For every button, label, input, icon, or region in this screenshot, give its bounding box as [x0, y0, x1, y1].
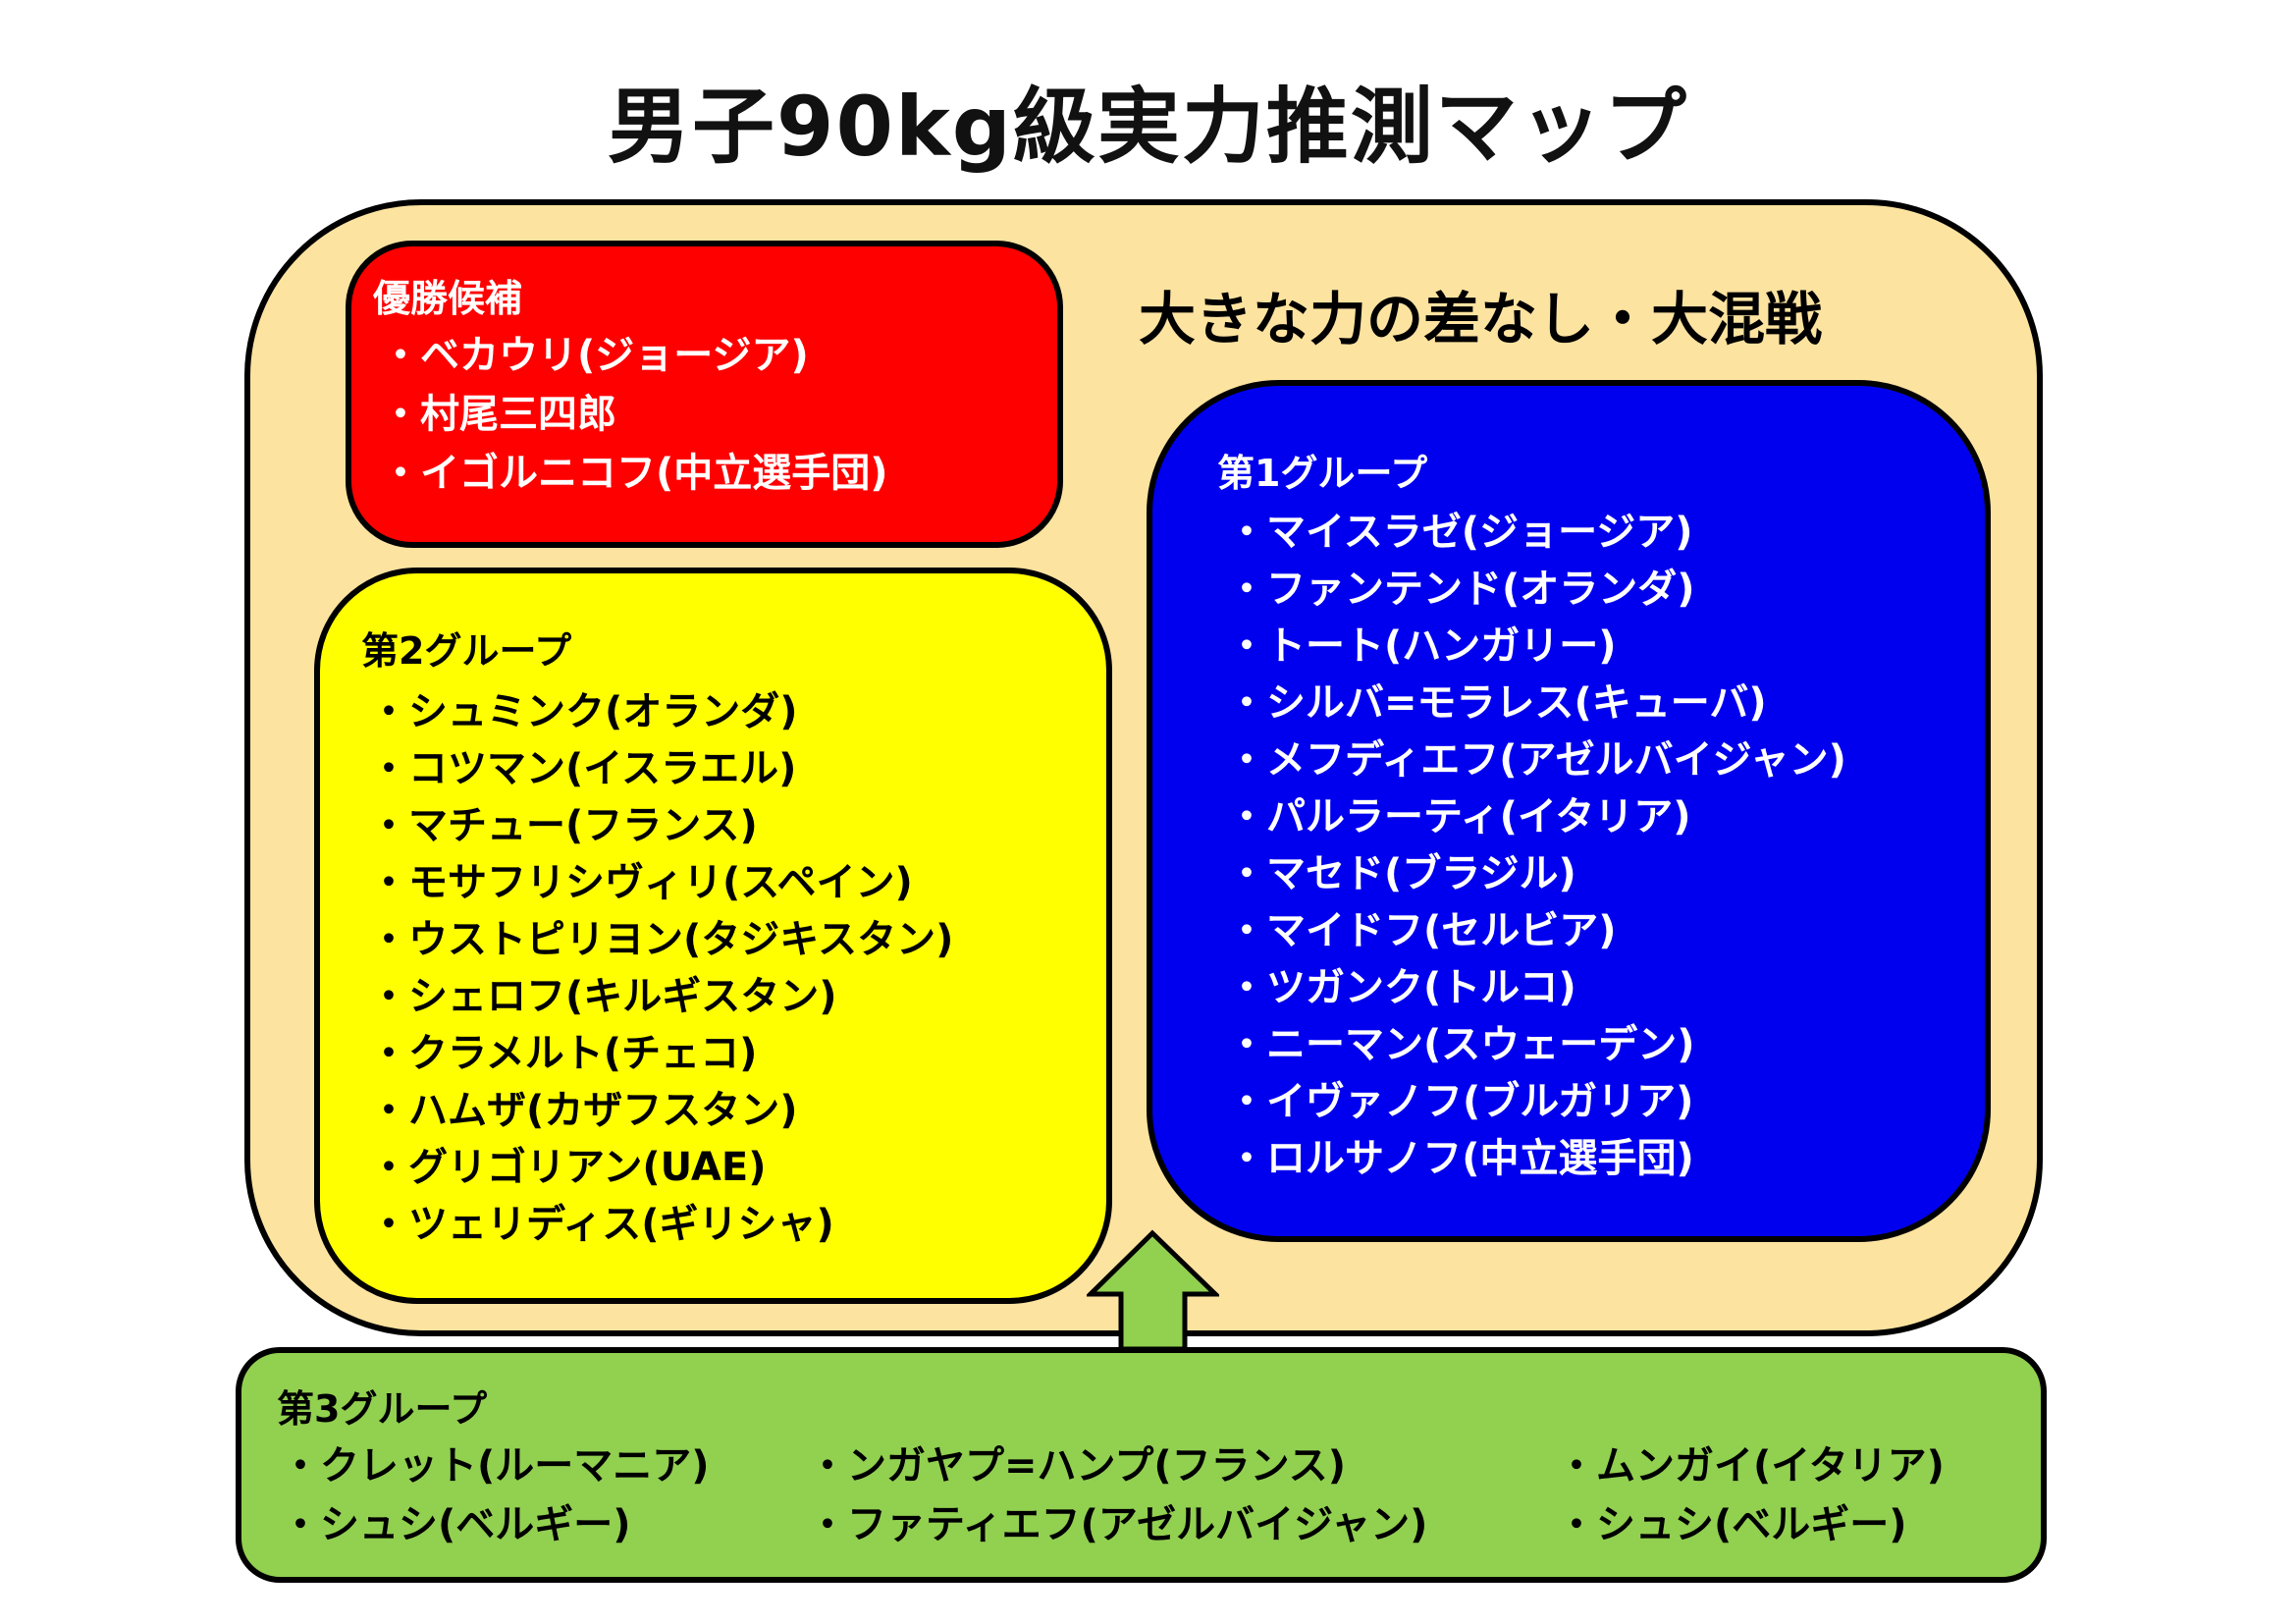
list-item: ・村尾三四郎 — [381, 392, 616, 437]
list-item: ・トート(ハンガリー) — [1227, 623, 1617, 669]
list-item: ・コツマン(イスラエル) — [369, 746, 797, 791]
list-item: ・マチュー(フランス) — [369, 803, 758, 848]
list-item: ・ウストピリヨン(タジキスタン) — [369, 917, 954, 962]
contenders-caption: 大きな力の差なし・大混戦 — [1139, 286, 1823, 352]
list-item: ・シュシ(ベルギー) — [281, 1502, 631, 1547]
favorites-box: 優勝候補 ・ベカウリ(ジョージア) ・村尾三四郎 ・イゴルニコフ(中立選手団) — [346, 241, 1063, 548]
list-item: ・グリゴリアン(UAE) — [369, 1145, 767, 1190]
list-item: ・シュミンク(オランダ) — [369, 689, 798, 734]
list-item: ・シェロフ(キルギスタン) — [369, 974, 837, 1019]
list-item: ・ベカウリ(ジョージア) — [381, 333, 809, 378]
list-item: ・イゴルニコフ(中立選手団) — [381, 451, 888, 496]
list-item: ・ニーマン(スウェーデン) — [1227, 1022, 1695, 1067]
list-item: ・シュシ(ベルギー) — [1557, 1502, 1907, 1547]
list-item: ・メフディエフ(アゼルバイジャン) — [1227, 737, 1846, 783]
group2-title: 第2グループ — [361, 629, 572, 673]
list-item: ・ンガヤプ=ハンプ(フランス) — [808, 1443, 1347, 1489]
list-item: ・ロルサノフ(中立選手団) — [1227, 1136, 1694, 1181]
list-item: ・クレット(ルーマニア) — [281, 1443, 710, 1489]
map-title: 男子90kg級実力推測マップ — [608, 79, 1688, 175]
list-item: ・マセド(ブラジル) — [1227, 851, 1576, 896]
list-item: ・ムンガイ(イタリア) — [1557, 1443, 1945, 1489]
list-item: ・モサフリシヴィリ(スペイン) — [369, 860, 913, 905]
list-item: ・パルラーティ(イタリア) — [1227, 794, 1691, 839]
list-item: ・ツェリディス(ギリシャ) — [369, 1202, 834, 1247]
list-item: ・イヴァノフ(ブルガリア) — [1227, 1079, 1694, 1124]
group3-title: 第3グループ — [277, 1387, 488, 1431]
list-item: ・マイスラゼ(ジョージア) — [1227, 510, 1693, 555]
list-item: ・ツガンク(トルコ) — [1227, 965, 1576, 1010]
list-item: ・シルバ=モラレス(キューバ) — [1227, 680, 1767, 726]
arrow-up-icon — [1087, 1229, 1219, 1352]
favorites-title: 優勝候補 — [373, 277, 523, 320]
list-item: ・ハムザ(カザフスタン) — [369, 1088, 798, 1133]
list-item: ・クラメルト(チェコ) — [369, 1031, 758, 1076]
group3-box: 第3グループ ・クレット(ルーマニア) ・ンガヤプ=ハンプ(フランス) ・ムンガ… — [236, 1347, 2047, 1583]
list-item: ・マイドフ(セルビア) — [1227, 908, 1617, 953]
group1-box: 第1グループ ・マイスラゼ(ジョージア) ・ファンテンド(オランダ) ・トート(ハン… — [1147, 380, 1991, 1242]
group2-box: 第2グループ ・シュミンク(オランダ) ・コツマン(イスラエル) ・マチュー(フラン… — [314, 568, 1112, 1304]
group1-title: 第1グループ — [1217, 452, 1428, 495]
list-item: ・ファティエフ(アゼルバイジャン) — [808, 1502, 1428, 1547]
list-item: ・ファンテンド(オランダ) — [1227, 567, 1695, 612]
